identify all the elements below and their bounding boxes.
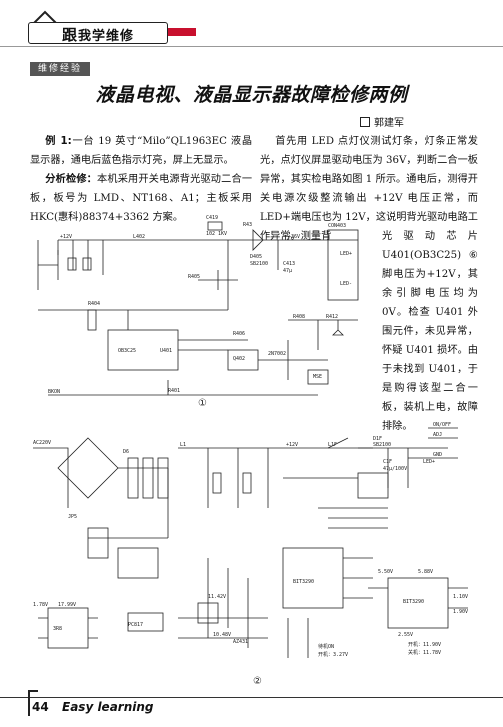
svg-text:2N7002: 2N7002 xyxy=(268,351,286,357)
svg-text:L1: L1 xyxy=(180,442,186,448)
svg-text:R406: R406 xyxy=(233,331,245,337)
right-column-side: 光驱动芯片 U401(OB3C25)⑥脚电压为+12V，其余引脚电压均为 0V。… xyxy=(382,231,478,432)
svg-text:D1F: D1F xyxy=(373,436,382,442)
column-title: 跟我学维修 xyxy=(62,24,134,45)
author-name: 郭建军 xyxy=(374,118,404,129)
svg-text:BIT3290: BIT3290 xyxy=(403,599,424,605)
svg-text:CON403: CON403 xyxy=(328,223,346,229)
svg-text:LED+: LED+ xyxy=(340,251,352,257)
svg-text:开机：11.90V: 开机：11.90V xyxy=(408,641,441,648)
svg-text:关机：11.78V: 关机：11.78V xyxy=(408,649,441,656)
article-title: 液晶电视、液晶显示器故障检修两例 xyxy=(95,84,408,106)
page-bracket xyxy=(28,690,38,716)
svg-text:R404: R404 xyxy=(88,301,100,307)
header-rule xyxy=(0,46,503,47)
svg-text:5.88V: 5.88V xyxy=(418,569,433,575)
author-line: 郭建军 xyxy=(360,114,404,129)
svg-text:C1F: C1F xyxy=(383,459,392,465)
schematic2-labels: AC220V JP5 D6 L1 +12V L1F D1F SB2100 C1F… xyxy=(33,422,468,658)
figure1-number: ① xyxy=(198,398,207,408)
page-number: 44 xyxy=(32,700,49,714)
svg-text:ON/OFF: ON/OFF xyxy=(433,422,451,428)
footer-rule xyxy=(0,697,503,698)
schematic-figure-2: AC220V JP5 D6 L1 +12V L1F D1F SB2100 C1F… xyxy=(33,422,468,687)
svg-text:BKON: BKON xyxy=(48,389,60,395)
svg-text:1.10V: 1.10V xyxy=(453,594,468,600)
analysis-text: 本机采用开关电源背光驱动二合一板，板号为 LMD、NT168、A1；主板采用 H… xyxy=(30,174,253,223)
svg-text:102 1KV: 102 1KV xyxy=(206,231,227,237)
svg-text:10.48V: 10.48V xyxy=(213,632,231,638)
svg-text:JP5: JP5 xyxy=(68,514,77,520)
svg-text:47μ/100V: 47μ/100V xyxy=(383,466,407,472)
svg-text:1.78V: 1.78V xyxy=(33,602,48,608)
svg-text:+12V: +12V xyxy=(60,234,72,240)
svg-text:5.50V: 5.50V xyxy=(378,569,393,575)
svg-text:D6: D6 xyxy=(123,449,129,455)
author-box-icon xyxy=(360,117,370,127)
column-name: 我学维修 xyxy=(78,29,135,44)
svg-text:Q402: Q402 xyxy=(233,356,245,362)
svg-text:U401: U401 xyxy=(160,348,172,354)
svg-text:LED-: LED- xyxy=(340,281,352,287)
svg-text:L1F: L1F xyxy=(328,442,337,448)
svg-text:AZ431: AZ431 xyxy=(233,639,248,645)
svg-text:R401: R401 xyxy=(168,388,180,394)
schematic1-labels: +12V L402 C419 102 1KV R43 C413 47μ +36V… xyxy=(48,215,352,395)
svg-text:17.99V: 17.99V xyxy=(58,602,76,608)
svg-text:C419: C419 xyxy=(206,215,218,221)
figure2-number: ② xyxy=(253,676,262,687)
svg-text:C413: C413 xyxy=(283,261,295,267)
svg-text:LED+: LED+ xyxy=(423,459,435,465)
svg-text:11.42V: 11.42V xyxy=(208,594,226,600)
svg-text:R405: R405 xyxy=(188,274,200,280)
case1-text: 一台 19 英寸“Milo”QL1963EC 液晶显示器，通电后蓝色指示灯亮，屏… xyxy=(30,136,253,166)
case1-label: 例 1: xyxy=(45,136,72,147)
svg-text:D405: D405 xyxy=(250,254,262,260)
svg-text:+36V: +36V xyxy=(288,234,300,240)
svg-text:R412: R412 xyxy=(326,314,338,320)
svg-text:ADJ: ADJ xyxy=(433,432,442,438)
svg-text:L402: L402 xyxy=(133,234,145,240)
analysis-label: 分析检修： xyxy=(45,174,98,185)
svg-text:R408: R408 xyxy=(293,314,305,320)
svg-text:SB2100: SB2100 xyxy=(250,261,268,267)
svg-text:3R8: 3R8 xyxy=(53,626,62,632)
column-prefix: 跟 xyxy=(62,26,79,44)
svg-text:BIT3290: BIT3290 xyxy=(293,579,314,585)
case1-paragraph: 例 1:一台 19 英寸“Milo”QL1963EC 液晶显示器，通电后蓝色指示… xyxy=(30,132,252,170)
svg-text:待机ON: 待机ON xyxy=(318,643,334,650)
svg-text:AC220V: AC220V xyxy=(33,440,51,446)
left-column: 例 1:一台 19 英寸“Milo”QL1963EC 液晶显示器，通电后蓝色指示… xyxy=(30,132,252,227)
svg-text:MSE: MSE xyxy=(313,374,322,380)
footer-brand: Easy learning xyxy=(62,700,154,714)
svg-text:R43: R43 xyxy=(243,222,252,228)
svg-text:+12V: +12V xyxy=(286,442,298,448)
svg-text:GND: GND xyxy=(433,452,442,458)
analysis-paragraph: 分析检修：本机采用开关电源背光驱动二合一板，板号为 LMD、NT168、A1；主… xyxy=(30,170,252,227)
svg-text:1.90V: 1.90V xyxy=(453,609,468,615)
svg-text:2.55V: 2.55V xyxy=(398,632,413,638)
svg-text:开机：3.27V: 开机：3.27V xyxy=(318,651,348,658)
header-frame xyxy=(28,22,168,44)
right-column-top: 首先用 LED 点灯仪测试灯条，灯条正常发光，点灯仪屏显驱动电压为 36V，判断… xyxy=(260,136,478,242)
svg-text:PC817: PC817 xyxy=(128,622,143,628)
column-header: 跟我学维修 xyxy=(28,8,198,45)
svg-text:47μ: 47μ xyxy=(283,268,292,274)
section-tag: 维修经验 xyxy=(30,62,90,76)
schematic-figure-1: +12V L402 C419 102 1KV R43 C413 47μ +36V… xyxy=(37,215,359,408)
header-accent-bar xyxy=(168,28,196,36)
svg-text:SB2100: SB2100 xyxy=(373,442,391,448)
svg-text:OB3C25: OB3C25 xyxy=(118,348,136,354)
